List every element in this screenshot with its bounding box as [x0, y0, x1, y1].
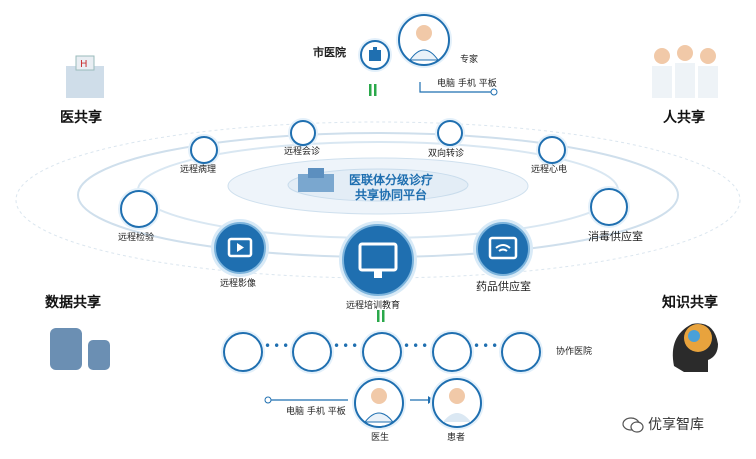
expert-label: 专家	[460, 55, 479, 65]
city-hospital-label: 市医院	[313, 46, 346, 59]
cooperating-hospital-icon	[432, 332, 472, 372]
database-icon	[48, 322, 112, 374]
wechat-icon	[622, 416, 644, 434]
device-tablet-label: 平板	[327, 407, 346, 417]
doctor-avatar-icon	[354, 378, 404, 428]
cooperating-hospital-icon	[362, 332, 402, 372]
referral-label: 双向转诊	[428, 149, 465, 159]
device-computer-label: 电脑	[286, 407, 305, 417]
ecg-label: 远程心电	[531, 165, 568, 175]
cooperating-hospital-icon	[292, 332, 332, 372]
sterile-supply-label: 消毒供应室	[588, 230, 643, 243]
device-labels-bottom: 电脑 手机 平板	[286, 404, 346, 417]
device-computer-label: 电脑	[437, 79, 456, 89]
sync-arrow-bottom	[377, 310, 385, 322]
brain-icon	[664, 316, 724, 374]
people-share-label: 人共享	[663, 110, 705, 126]
lab-microscope-icon	[120, 190, 158, 228]
knowledge-share-label: 知识共享	[662, 295, 718, 311]
platform-building-icon	[296, 166, 336, 194]
chain-dots: •••	[333, 339, 361, 353]
sterile-supply-icon	[590, 188, 628, 226]
hospital-icon	[360, 40, 390, 70]
cooperating-hospitals-label: 协作医院	[556, 347, 593, 357]
platform-title-line1: 医联体分级诊疗	[348, 173, 433, 187]
remote-consult-icon	[290, 120, 316, 146]
pharmacy-label: 药品供应室	[476, 280, 531, 293]
doctor-label: 医生	[371, 433, 390, 443]
device-phone-label: 手机	[306, 407, 325, 417]
chain-dots: •••	[473, 339, 501, 353]
device-phone-label: 手机	[457, 79, 476, 89]
imaging-tv-icon	[214, 222, 266, 274]
data-share-label: 数据共享	[45, 295, 101, 311]
hospital-building-icon: H	[62, 52, 108, 100]
pathology-icon	[190, 136, 218, 164]
svg-text:H: H	[80, 59, 88, 70]
patient-avatar-icon	[432, 378, 482, 428]
referral-icon	[437, 120, 463, 146]
pharmacy-wifi-icon	[476, 222, 530, 276]
expert-avatar-icon	[398, 14, 450, 66]
doctor-share-label: 医共享	[60, 110, 102, 126]
lab-label: 远程检验	[118, 233, 155, 243]
ecg-icon	[538, 136, 566, 164]
remote-consult-label: 远程会诊	[284, 147, 321, 157]
device-labels-top: 电脑 手机 平板	[437, 76, 497, 89]
medical-staff-icon	[640, 42, 730, 100]
watermark-text: 优享智库	[648, 417, 704, 433]
platform-title-line2: 共享协同平台	[354, 188, 427, 202]
training-label: 远程培训教育	[346, 301, 401, 311]
pathology-label: 远程病理	[180, 165, 217, 175]
sync-arrow-top	[369, 84, 377, 96]
imaging-label: 远程影像	[220, 279, 257, 289]
chain-dots: •••	[403, 339, 431, 353]
device-tablet-label: 平板	[478, 79, 497, 89]
cooperating-hospital-icon	[501, 332, 541, 372]
training-screen-icon	[342, 224, 414, 296]
chain-dots: •••	[264, 339, 292, 353]
patient-label: 患者	[447, 433, 466, 443]
platform-title: 医联体分级诊疗 共享协同平台	[336, 173, 446, 203]
cooperating-hospital-icon	[223, 332, 263, 372]
